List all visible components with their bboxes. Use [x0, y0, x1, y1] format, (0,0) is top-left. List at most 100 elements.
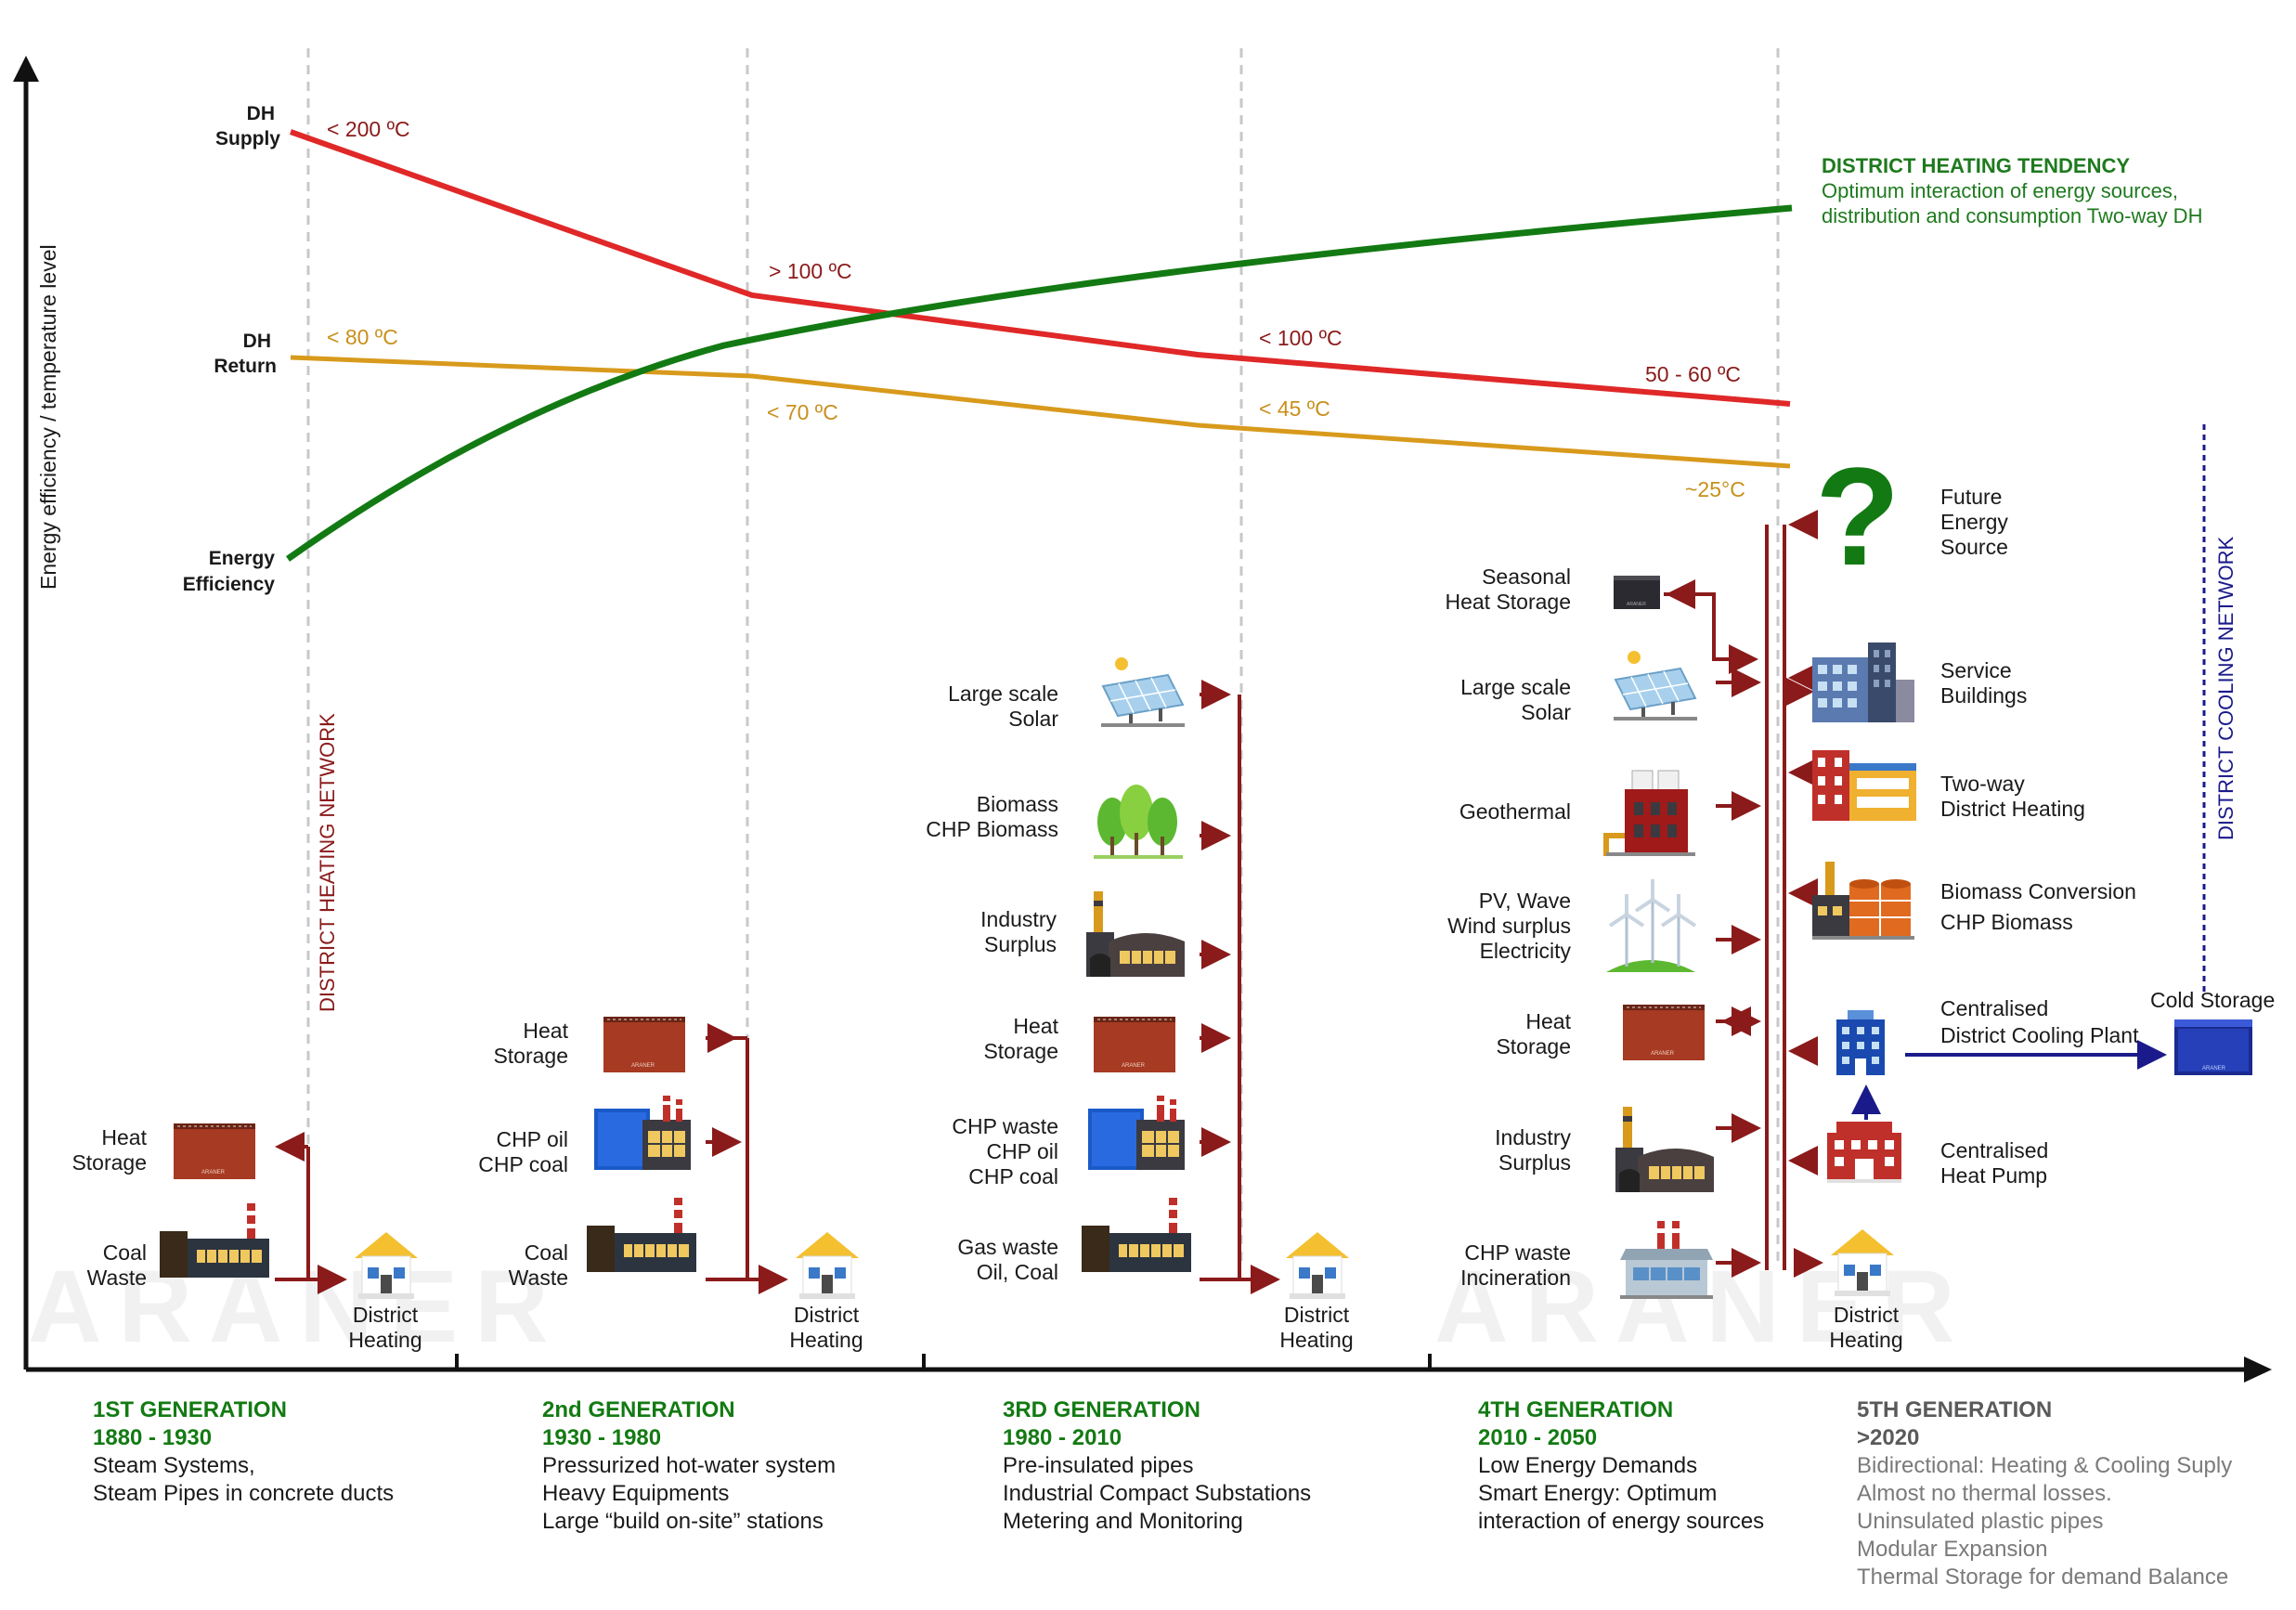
- gen3-source-1-line-2: Solar: [1008, 707, 1058, 731]
- gen2-line-1: Pressurized hot-water system: [542, 1453, 836, 1478]
- gen4-incineration-icon: [1619, 1220, 1714, 1300]
- gen3-line-1: Pre-insulated pipes: [1003, 1453, 1193, 1478]
- return-temperature-line: [290, 355, 1791, 469]
- gen5-sink-line-1: District: [1834, 1303, 1900, 1327]
- service-line-2: Buildings: [1940, 683, 2027, 708]
- return-temp-gen1: < 80 ºC: [327, 325, 398, 349]
- gen4-wind-icon: [1604, 877, 1697, 974]
- generation-dividers: [306, 48, 1780, 1267]
- gen2-sink-line-1: District: [794, 1303, 860, 1327]
- gen4-title: 4TH GENERATION: [1478, 1397, 1673, 1422]
- gen4-source-4-line-1: PV, Wave: [1479, 889, 1571, 913]
- gen4-source-7-line-1: CHP waste: [1464, 1240, 1571, 1265]
- gen3-chp-plant-icon: [1087, 1095, 1186, 1171]
- gen4-heat-storage-icon: [1622, 1004, 1706, 1061]
- gen1-house-icon: [354, 1231, 419, 1300]
- cold-storage-label: Cold Storage: [2150, 988, 2275, 1012]
- gen2-chp-plant-icon: [593, 1095, 692, 1171]
- gen4-source-1-line-1: Seasonal: [1482, 565, 1571, 589]
- gen45-trunk-pipes: [1664, 510, 1823, 1278]
- gen2-title: 2nd GENERATION: [542, 1397, 735, 1422]
- gen5-line-5: Thermal Storage for demand Balance: [1857, 1565, 2228, 1590]
- efficiency-label-1: Energy: [209, 548, 276, 569]
- gen4-source-2-line-1: Large scale: [1460, 675, 1571, 699]
- left-labels: DH Supply DH Return Energy Efficiency: [183, 103, 281, 595]
- gen3-line-2: Industrial Compact Substations: [1003, 1481, 1311, 1506]
- twoway-dh-icon: [1812, 750, 1916, 821]
- future-line-3: Source: [1940, 535, 2008, 559]
- gen4-geothermal-icon: [1606, 771, 1695, 856]
- dh-supply-label-2: Supply: [215, 128, 280, 149]
- cooling-plant-line-2: District Cooling Plant: [1940, 1023, 2139, 1047]
- district-cooling-network-label: DISTRICT COOLING NETWORK: [2214, 537, 2238, 840]
- gen2-source-2-line-1: CHP oil: [496, 1127, 568, 1151]
- supply-temp-gen4: 50 - 60 ºC: [1645, 362, 1741, 386]
- heat-pump-line-1: Centralised: [1940, 1138, 2048, 1162]
- gen4-network: Seasonal Heat Storage Large scale Solar …: [1445, 565, 1715, 1300]
- gen4-source-6-line-1: Industry: [1495, 1125, 1571, 1149]
- gen3-heat-storage-icon: [1093, 1016, 1176, 1073]
- gen3-industry-icon: [1085, 890, 1186, 978]
- tendency-note: DISTRICT HEATING TENDENCY Optimum intera…: [1822, 154, 2202, 227]
- future-line-2: Energy: [1940, 510, 2008, 534]
- gen2-line-2: Heavy Equipments: [542, 1481, 729, 1506]
- gen3-source-6-line-2: Oil, Coal: [977, 1260, 1058, 1284]
- return-temp-gen3: < 45 ºC: [1259, 396, 1330, 421]
- energy-efficiency-curve: [285, 204, 1793, 562]
- gen3-source-5-line-2: CHP oil: [986, 1139, 1058, 1163]
- generation-descriptions: 1ST GENERATION 1880 - 1930 Steam Systems…: [93, 1397, 2232, 1590]
- gen2-line-3: Large “build on-site” stations: [542, 1509, 824, 1534]
- gen1-years: 1880 - 1930: [93, 1425, 212, 1450]
- gen2-coal-plant-icon: [586, 1197, 697, 1273]
- gen1-title: 1ST GENERATION: [93, 1397, 287, 1422]
- efficiency-label-2: Efficiency: [183, 574, 276, 595]
- gen4-line-1: Low Energy Demands: [1478, 1453, 1697, 1478]
- gen3-solar-icon: [1100, 656, 1186, 728]
- gen1-sink-line-1: District: [353, 1303, 419, 1327]
- gen2-network: Heat Storage CHP oil CHP coal Coal Waste…: [478, 1016, 863, 1352]
- gen2-source-1-line-1: Heat: [523, 1019, 568, 1043]
- supply-temp-gen3: < 100 ºC: [1259, 326, 1343, 350]
- gen4-line-2: Smart Energy: Optimum: [1478, 1481, 1717, 1506]
- gen2-source-3-line-1: Coal: [525, 1240, 568, 1265]
- gen3-source-4-line-2: Storage: [983, 1039, 1058, 1063]
- gen4-source-4-line-3: Electricity: [1480, 939, 1572, 963]
- twoway-line-1: Two-way: [1940, 772, 2025, 796]
- cooling-plant-icon: [1836, 1010, 1885, 1075]
- temperature-labels: < 200 ºC > 100 ºC < 100 ºC 50 - 60 ºC < …: [327, 117, 1745, 501]
- gen4-source-5-line-2: Storage: [1496, 1034, 1571, 1058]
- gen1-source-1-line-2: Storage: [71, 1150, 147, 1175]
- gen5-line-4: Modular Expansion: [1857, 1537, 2047, 1562]
- gen3-source-2-line-2: CHP Biomass: [926, 817, 1058, 841]
- return-temp-gen2: < 70 ºC: [767, 400, 838, 424]
- watermark-left: ARANER: [28, 1250, 565, 1364]
- gen5-title: 5TH GENERATION: [1857, 1397, 2052, 1422]
- tendency-line-2: distribution and consumption Two-way DH: [1822, 204, 2202, 227]
- gen3-house-icon: [1285, 1231, 1350, 1300]
- gen2-source-1-line-2: Storage: [493, 1044, 568, 1068]
- dh-return-label-1: DH: [243, 331, 271, 352]
- gen4-source-4-line-2: Wind surplus: [1447, 914, 1571, 938]
- gen2-source-2-line-2: CHP coal: [478, 1152, 568, 1176]
- gen1-coal-plant-icon: [159, 1202, 270, 1279]
- y-axis-label: Energy efficiency / temperature level: [36, 244, 60, 590]
- return-temp-gen4: ~25°C: [1685, 477, 1745, 501]
- tendency-line-1: Optimum interaction of energy sources,: [1822, 179, 2178, 202]
- biomass-line-2: CHP Biomass: [1940, 910, 2073, 934]
- gen4-source-7-line-2: Incineration: [1460, 1266, 1571, 1290]
- gen3-years: 1980 - 2010: [1003, 1425, 1122, 1450]
- biomass-line-1: Biomass Conversion: [1940, 879, 2136, 903]
- gen1-source-2-line-1: Coal: [103, 1240, 147, 1265]
- gen1-sink-line-2: Heating: [348, 1328, 422, 1352]
- service-line-1: Service: [1940, 658, 2012, 682]
- gen3-source-5-line-1: CHP waste: [952, 1114, 1058, 1138]
- gen2-house-icon: [795, 1231, 860, 1300]
- gen3-title: 3RD GENERATION: [1003, 1397, 1200, 1422]
- gen3-source-4-line-1: Heat: [1013, 1014, 1058, 1038]
- gen5-sink-line-2: Heating: [1829, 1328, 1902, 1352]
- gen3-source-3-line-1: Industry: [980, 907, 1057, 931]
- gen4-industry-icon: [1615, 1106, 1715, 1193]
- gen2-source-3-line-2: Waste: [509, 1266, 568, 1290]
- supply-temp-gen1: < 200 ºC: [327, 117, 410, 141]
